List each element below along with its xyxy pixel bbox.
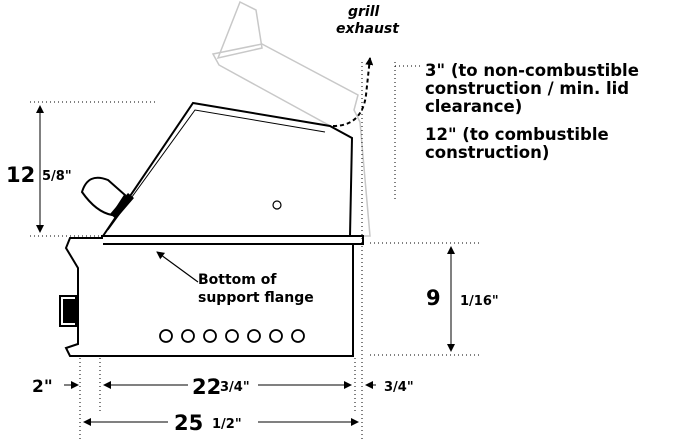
clearance-label-noncombustible-3: clearance) xyxy=(425,97,522,116)
dim-body-width-frac: 3/4" xyxy=(220,380,250,395)
dim-top-height-whole: 12 xyxy=(6,163,35,187)
exhaust-label-line2: exhaust xyxy=(336,21,400,37)
clearance-label-combustible-2: construction) xyxy=(425,143,549,162)
control-panel xyxy=(59,237,103,357)
clearance-guides xyxy=(30,62,480,439)
flange-label-line1: Bottom of xyxy=(198,272,277,288)
dim-body-height-frac: 1/16" xyxy=(460,294,499,309)
flange-pointer xyxy=(156,251,199,283)
dim-left-offset-label: 2" xyxy=(32,377,53,397)
dim-total-width-frac: 1/2" xyxy=(212,417,242,432)
support-flange xyxy=(101,235,364,245)
lid-handle xyxy=(80,176,134,219)
dim-body-width-whole: 22 xyxy=(192,375,221,399)
dim-body-height-whole: 9 xyxy=(426,286,441,310)
flange-label-line2: support flange xyxy=(198,290,314,306)
clearance-label-combustible-1: 12" (to combustible xyxy=(425,125,609,144)
closed-lid xyxy=(101,101,354,237)
dim-top-height-frac: 5/8" xyxy=(42,169,72,184)
clearance-label-noncombustible-1: 3" (to non-combustible xyxy=(425,61,639,80)
exhaust-arrow xyxy=(332,57,374,127)
lid-knob xyxy=(272,200,282,210)
dimension-lines xyxy=(36,105,455,426)
exhaust-label-line1: grill xyxy=(348,4,380,20)
clearance-label-noncombustible-2: construction / min. lid xyxy=(425,79,629,98)
vent-holes xyxy=(159,329,305,343)
dim-total-width-whole: 25 xyxy=(174,411,203,435)
dim-right-offset-label: 3/4" xyxy=(384,380,414,395)
